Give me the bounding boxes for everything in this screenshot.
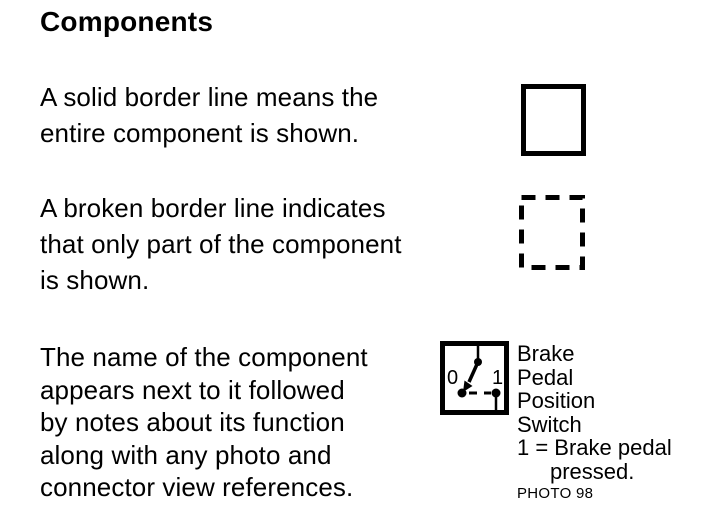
solid-border-box-icon bbox=[521, 84, 586, 156]
brake-switch-symbol-icon: 0 1 bbox=[440, 341, 509, 415]
photo-reference: PHOTO 98 bbox=[517, 485, 594, 502]
broken-border-explanation: A broken border line indicates that only… bbox=[40, 193, 402, 295]
component-example-text: Brake Pedal Position Switch 1 = Brake pe… bbox=[517, 342, 703, 504]
page-title: Components bbox=[40, 6, 214, 37]
component-note-line2: pressed. bbox=[550, 458, 635, 484]
component-note-line1: 1 = Brake pedal bbox=[517, 435, 672, 460]
component-naming-explanation: The name of the component appears next t… bbox=[40, 342, 368, 502]
switch-position-1-label: 1 bbox=[492, 367, 503, 389]
switch-position-0-label: 0 bbox=[447, 367, 458, 389]
solid-border-explanation: A solid border line means the entire com… bbox=[40, 82, 379, 148]
component-name: Brake Pedal Position Switch bbox=[517, 341, 596, 437]
dashed-border-box-icon bbox=[519, 195, 585, 270]
